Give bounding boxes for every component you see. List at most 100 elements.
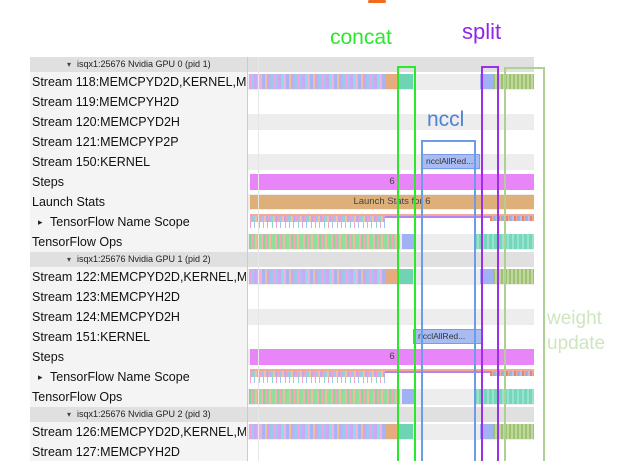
table-row: Stream 127:MEMCPYH2D	[0, 442, 622, 461]
table-row: TensorFlow Ops	[0, 387, 622, 407]
annotation-label-weight-update: weight update	[547, 308, 606, 354]
row-label: Stream 127:MEMCPYH2D	[32, 445, 180, 459]
row-label-panel-bg	[30, 172, 247, 192]
row-label: Steps	[32, 350, 64, 364]
concat-event-block[interactable]	[397, 424, 413, 439]
collapse-arrow-icon[interactable]: ▾	[67, 255, 72, 264]
table-row: ▸ TensorFlow Name Scope	[0, 367, 622, 387]
row-label-panel-bg	[30, 152, 247, 172]
namescope-stripes-ragged	[250, 222, 385, 228]
namescope-stripes-ragged	[250, 377, 385, 383]
table-row: Stream 151:KERNEL ncclAllRed...	[0, 327, 622, 347]
section-header[interactable]: ▾ isqx1:25676 Nvidia GPU 2 (pid 3)	[30, 407, 534, 422]
row-label: Stream 121:MEMCPYP2P	[32, 135, 179, 149]
row-label-panel-bg	[30, 72, 247, 92]
namescope-right-stripes	[490, 216, 534, 221]
table-row: Stream 119:MEMCPYH2D	[0, 92, 622, 112]
row-label: Stream 118:MEMCPYD2D,KERNEL,ME	[32, 75, 246, 89]
row-label: Stream 120:MEMCPYD2H	[32, 115, 180, 129]
namescope-salmon-line	[250, 214, 534, 216]
table-row: Stream 118:MEMCPYD2D,KERNEL,ME	[0, 72, 622, 92]
ops-weight-update-stripes	[474, 234, 534, 249]
memcpy-event-block[interactable]	[385, 74, 397, 89]
row-label: Stream 122:MEMCPYD2D,KERNEL,MI	[32, 270, 246, 284]
row-label-panel-bg	[30, 287, 247, 307]
memcpy-event-block[interactable]	[385, 269, 397, 284]
expand-arrow-icon[interactable]: ▸	[38, 217, 43, 227]
row-label-panel-bg	[30, 112, 247, 132]
weight-update-stripes	[493, 269, 534, 284]
namescope-purple-line	[250, 371, 534, 373]
row-label-panel-bg	[30, 192, 247, 212]
weight-update-stripes	[493, 74, 534, 89]
row-label-panel-bg	[30, 232, 247, 252]
steps-bar[interactable]: 6	[250, 349, 534, 365]
row-label-panel-bg	[30, 442, 247, 461]
table-row: Steps 6	[0, 172, 622, 192]
split-event-block[interactable]	[480, 74, 493, 89]
nccl-allreduce-event[interactable]: ncclAllRed...	[421, 154, 480, 169]
row-label: Stream 124:MEMCPYD2H	[32, 310, 180, 324]
concat-event-block[interactable]	[397, 269, 413, 284]
steps-bar[interactable]: 6	[250, 174, 534, 190]
row-label: Stream 119:MEMCPYH2D	[32, 95, 180, 109]
table-row: Steps 6	[0, 347, 622, 367]
row-label-panel-bg	[30, 212, 247, 232]
split-event-block[interactable]	[480, 424, 493, 439]
section-header[interactable]: ▾isqx1:25676 Nvidia GPU 1 (pid 2)	[30, 252, 534, 267]
row-label: TensorFlow Name Scope	[50, 370, 190, 384]
stream-activity-stripes	[249, 74, 385, 89]
row-label: Stream 151:KERNEL	[32, 330, 151, 344]
row-timeline-bg	[248, 114, 534, 130]
ops-event-block[interactable]	[402, 234, 414, 249]
namescope-stripes	[250, 216, 385, 222]
table-row: Stream 122:MEMCPYD2D,KERNEL,MI	[0, 267, 622, 287]
row-label: TensorFlow Name Scope	[50, 215, 190, 229]
row-label-panel-bg	[30, 387, 247, 407]
launch-stats-bar[interactable]: Launch Stats for 6	[250, 195, 534, 209]
row-timeline-bg	[248, 309, 534, 325]
ops-activity-stripes	[249, 389, 400, 404]
collapse-arrow-icon[interactable]: ▾	[67, 60, 72, 69]
weight-update-stripes	[493, 424, 534, 439]
row-label-panel-bg	[30, 367, 247, 387]
concat-event-block[interactable]	[397, 74, 413, 89]
annotation-label-concat: concat	[330, 26, 392, 49]
namescope-purple-line	[250, 216, 534, 218]
clipped-label-fragment-orange	[368, 0, 386, 3]
table-row: Stream 121:MEMCPYP2P	[0, 132, 622, 152]
row-label: Stream 126:MEMCPYD2D,KERNEL,MI	[32, 425, 246, 439]
annotation-label-nccl: nccl	[427, 108, 465, 131]
table-row: Stream 120:MEMCPYD2H	[0, 112, 622, 132]
split-event-block[interactable]	[480, 269, 493, 284]
ops-weight-update-stripes	[474, 389, 534, 404]
row-label: Stream 123:MEMCPYH2D	[32, 290, 180, 304]
namescope-salmon-line	[250, 369, 534, 371]
table-row: Launch Stats Launch Stats for 6	[0, 192, 622, 212]
table-row: Stream 123:MEMCPYH2D	[0, 287, 622, 307]
section-header-label: isqx1:25676 Nvidia GPU 2 (pid 3)	[77, 409, 211, 419]
annotation-label-split: split	[462, 19, 502, 44]
section-header-label: isqx1:25676 Nvidia GPU 0 (pid 1)	[77, 59, 211, 69]
row-label-panel-bg	[30, 92, 247, 112]
table-row: Stream 126:MEMCPYD2D,KERNEL,MI	[0, 422, 622, 442]
row-label-panel-bg	[30, 267, 247, 287]
row-label-panel-bg	[30, 422, 247, 442]
panel-divider[interactable]	[247, 57, 248, 461]
memcpy-event-block[interactable]	[385, 424, 397, 439]
namescope-stripes	[250, 371, 385, 377]
section-header[interactable]: ▾ isqx1:25676 Nvidia GPU 0 (pid 1)	[30, 57, 534, 72]
collapse-arrow-icon[interactable]: ▾	[67, 410, 72, 419]
ops-event-block[interactable]	[402, 389, 414, 404]
namescope-right-stripes	[490, 371, 534, 376]
table-row: Stream 124:MEMCPYD2H	[0, 307, 622, 327]
nccl-allreduce-event[interactable]: ncclAllRed...	[413, 329, 482, 344]
expand-arrow-icon[interactable]: ▸	[38, 372, 43, 382]
row-label: Steps	[32, 175, 64, 189]
row-timeline-bg	[248, 154, 534, 170]
table-row: TensorFlow Ops	[0, 232, 622, 252]
row-label-panel-bg	[30, 132, 247, 152]
row-label: Launch Stats	[32, 195, 105, 209]
